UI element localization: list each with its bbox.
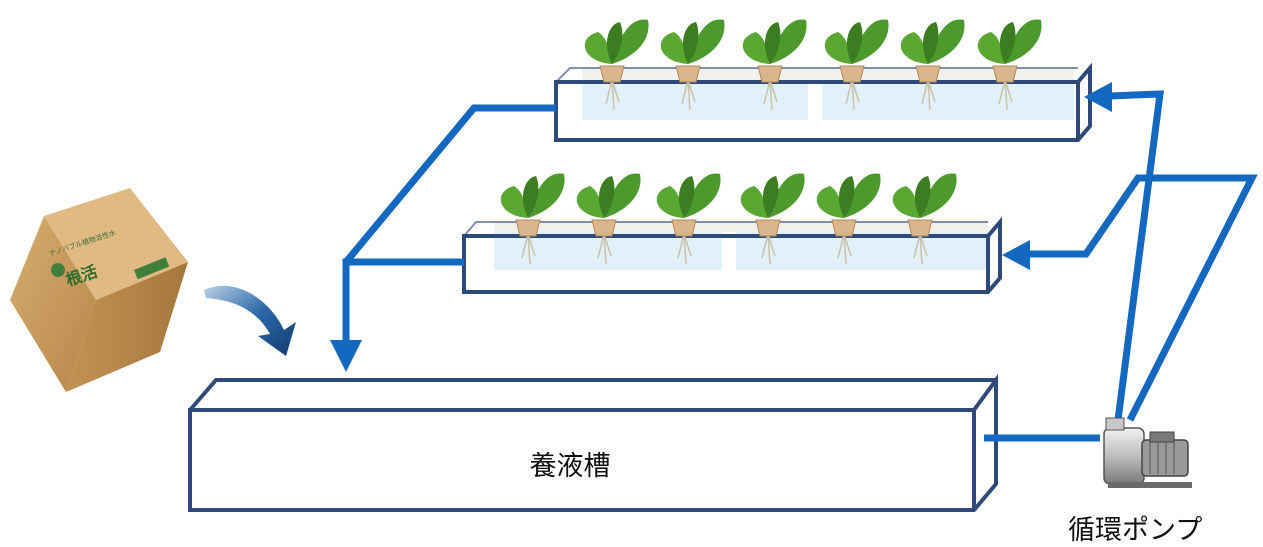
upper-tray-seedling <box>742 19 807 111</box>
flow-arrowheads <box>330 82 1112 372</box>
circulation-pump <box>1103 417 1192 488</box>
pump-motor <box>1141 439 1189 477</box>
box-front <box>10 216 96 392</box>
pump-housing <box>1103 427 1145 485</box>
add-fertilizer-curved-arrow <box>204 285 296 356</box>
lower-tray-seedling <box>740 173 805 265</box>
pump-riser-pipe-lower <box>1030 174 1258 422</box>
pump-label: 循環ポンプ <box>1068 515 1203 546</box>
upper-tray-float-board <box>582 68 1074 80</box>
circulation-pipes <box>342 90 1258 442</box>
lower-tray-float-board <box>494 222 988 232</box>
upper-tray-seedling <box>824 19 889 111</box>
upper-tray-outline <box>554 62 1092 142</box>
box-side <box>66 262 188 392</box>
tank-label: 養液槽 <box>529 451 611 482</box>
arrow-into-lower-tray <box>1002 240 1030 270</box>
lower-tray-seedling <box>656 173 721 265</box>
upper-tray-seedling <box>584 19 649 111</box>
lower-tray-seedling <box>816 173 881 265</box>
upper-tray-seedling <box>977 19 1042 111</box>
fertilizer-box: ナノバブル植物活性水 根活 <box>10 188 188 392</box>
pump-riser-pipe-upper <box>1109 90 1165 421</box>
return-pipe-upper <box>343 104 556 265</box>
pump-base <box>1108 482 1192 488</box>
arrow-into-upper-tray <box>1084 82 1112 112</box>
upper-tray-seedling <box>900 19 965 111</box>
lower-tray-water-right <box>736 232 988 270</box>
lower-tray-seedling <box>892 173 957 265</box>
upper-tray-water-right <box>822 80 1074 120</box>
nutrient-tank <box>188 373 998 512</box>
return-pipe-lower <box>342 258 464 350</box>
lower-tray-seedling <box>576 173 641 265</box>
upper-tray-seedling <box>660 19 725 111</box>
lower-tray-seedling <box>500 173 565 265</box>
down-arrow-into-tank <box>330 340 362 372</box>
plants-layer <box>500 19 1042 265</box>
